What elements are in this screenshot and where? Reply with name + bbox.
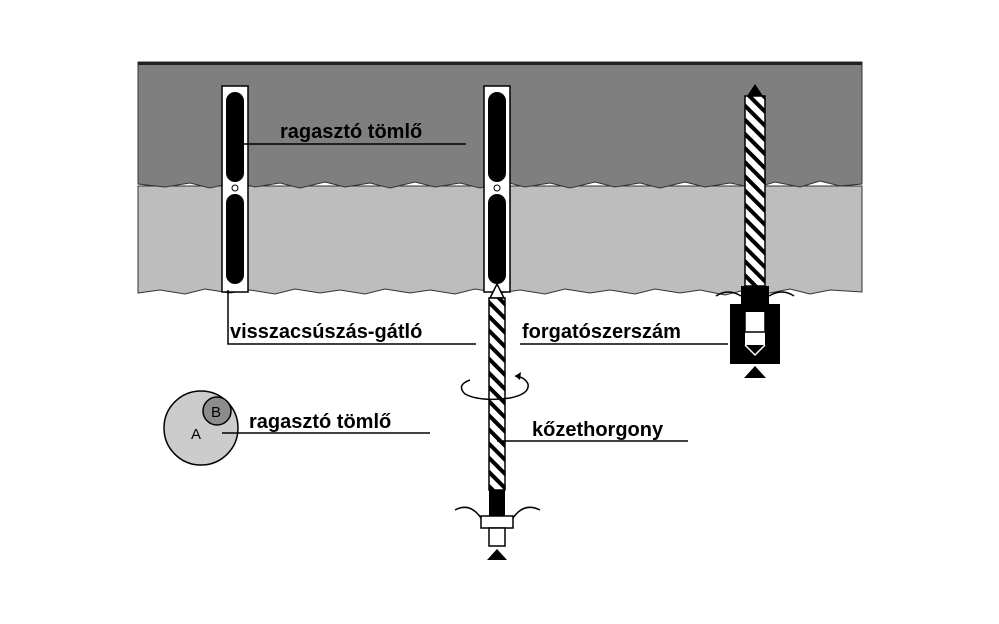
component-a-label: A [191, 426, 201, 443]
label-adhesive-tube-legend: ragasztó tömlő [249, 411, 391, 433]
borehole-left [221, 85, 249, 293]
anchor-thread [489, 490, 505, 518]
adhesive-tube-upper [226, 92, 244, 182]
inner-component-b [202, 396, 232, 426]
rotating-tool-triangle [744, 366, 766, 378]
washer-curve-right [768, 291, 795, 297]
component-b-label: B [211, 404, 221, 421]
label-anti-slip: visszacsúszás-gátló [230, 321, 422, 343]
rotation-arrow-icon [460, 375, 529, 401]
adhesive-tube-cross-section: A B [163, 390, 239, 466]
rock-anchor-rod [454, 282, 541, 560]
label-rock-anchor: kőzethorgony [532, 419, 664, 441]
rock-strata [137, 61, 863, 296]
installed-anchor [715, 84, 795, 378]
leader-lines [222, 143, 728, 442]
rock-top-edge [138, 62, 862, 65]
borehole-middle [483, 85, 511, 293]
adhesive-tube-lower [488, 194, 506, 284]
anchor-nut [480, 515, 514, 529]
washer-curve-left [454, 506, 482, 519]
label-adhesive-tube-top: ragasztó tömlő [280, 121, 422, 143]
anchor-tip-triangle [487, 549, 507, 560]
label-rotating-tool: forgatószerszám [522, 321, 681, 343]
adhesive-tube-upper [488, 92, 506, 182]
rotating-tool-body [730, 304, 780, 364]
adhesive-tube-lower [226, 194, 244, 284]
washer-curve-left [715, 291, 742, 297]
washer-curve-right [512, 506, 541, 519]
